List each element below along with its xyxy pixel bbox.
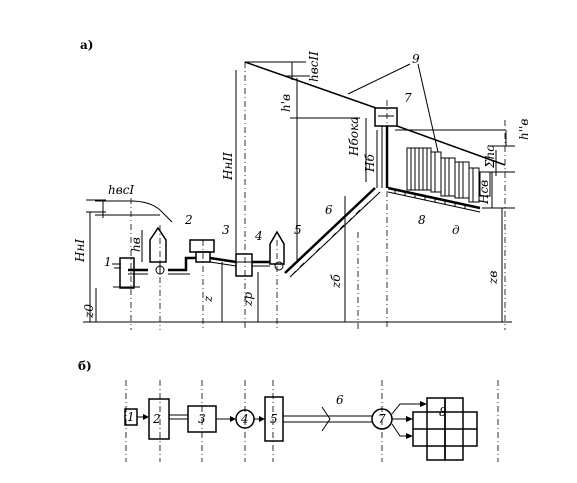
node-4: 4: [235, 409, 255, 429]
label-sum-h-c: Σhс: [483, 145, 497, 169]
label-5: 5: [294, 223, 302, 237]
panel-a-title: а): [80, 38, 93, 52]
piezometric-lines: [244, 61, 515, 209]
node-7: 7: [371, 408, 393, 430]
pipeline-6-label: 6: [336, 393, 344, 407]
label-h-n2: HнII: [221, 152, 235, 181]
block-5: 5: [264, 396, 284, 442]
block-8-label: 8: [439, 405, 447, 419]
label-h-boka: Hбока: [347, 117, 361, 157]
block-5-label: 5: [270, 412, 278, 426]
label-6: 6: [325, 203, 333, 217]
label-z0: z0: [82, 304, 96, 319]
intake-structure: [95, 200, 173, 289]
label-h-vs1: hвсI: [108, 183, 134, 197]
dimension-lines: [86, 62, 507, 322]
label-z-v: zв: [486, 271, 500, 285]
panel-b: б) 1 2 3 4: [78, 359, 499, 462]
node-7-label: 7: [378, 412, 386, 426]
block-1: 1: [124, 408, 138, 426]
clean-water-tank: [235, 253, 253, 277]
label-8: 8: [418, 213, 426, 227]
label-3: 3: [222, 223, 230, 237]
city-district: [387, 147, 491, 213]
node-4-label: 4: [240, 412, 249, 426]
label-h-v-double: h''в: [517, 119, 531, 140]
water-tower: [374, 107, 398, 188]
label-2: 2: [184, 213, 193, 227]
panel-a: а): [73, 38, 531, 330]
label-7: 7: [404, 91, 412, 105]
pump-station-1: [149, 226, 167, 275]
flow-lines: 6: [137, 393, 427, 439]
label-h-b: Hб: [363, 154, 377, 173]
block-1-label: 1: [127, 410, 135, 424]
label-zp: zр: [241, 292, 255, 307]
label-h-sv: Hсв: [477, 180, 491, 205]
label-d: д: [452, 223, 460, 237]
label-z-b: zб: [329, 274, 343, 289]
block-2: 2: [148, 398, 170, 440]
label-9: 9: [412, 52, 420, 66]
label-4: 4: [254, 229, 263, 243]
conduit-lower: [128, 256, 270, 275]
main-pipeline: [284, 187, 381, 278]
label-1: 1: [104, 255, 112, 269]
pump-station-2: [269, 230, 285, 271]
buildings: [406, 147, 491, 203]
label-h-v: hв: [129, 237, 143, 252]
panel-b-title: б): [78, 359, 92, 373]
block-2-label: 2: [152, 412, 161, 426]
label-h-v-prime: h'в: [279, 94, 293, 112]
label-h-vs2: hвсII: [307, 51, 321, 82]
block-8-grid: 8: [412, 397, 478, 461]
block-3-label: 3: [198, 412, 206, 426]
label-z: z: [201, 295, 215, 303]
centerlines: [130, 62, 506, 330]
centerlines-b: [125, 380, 499, 462]
label-h-n1: HнI: [73, 239, 87, 263]
